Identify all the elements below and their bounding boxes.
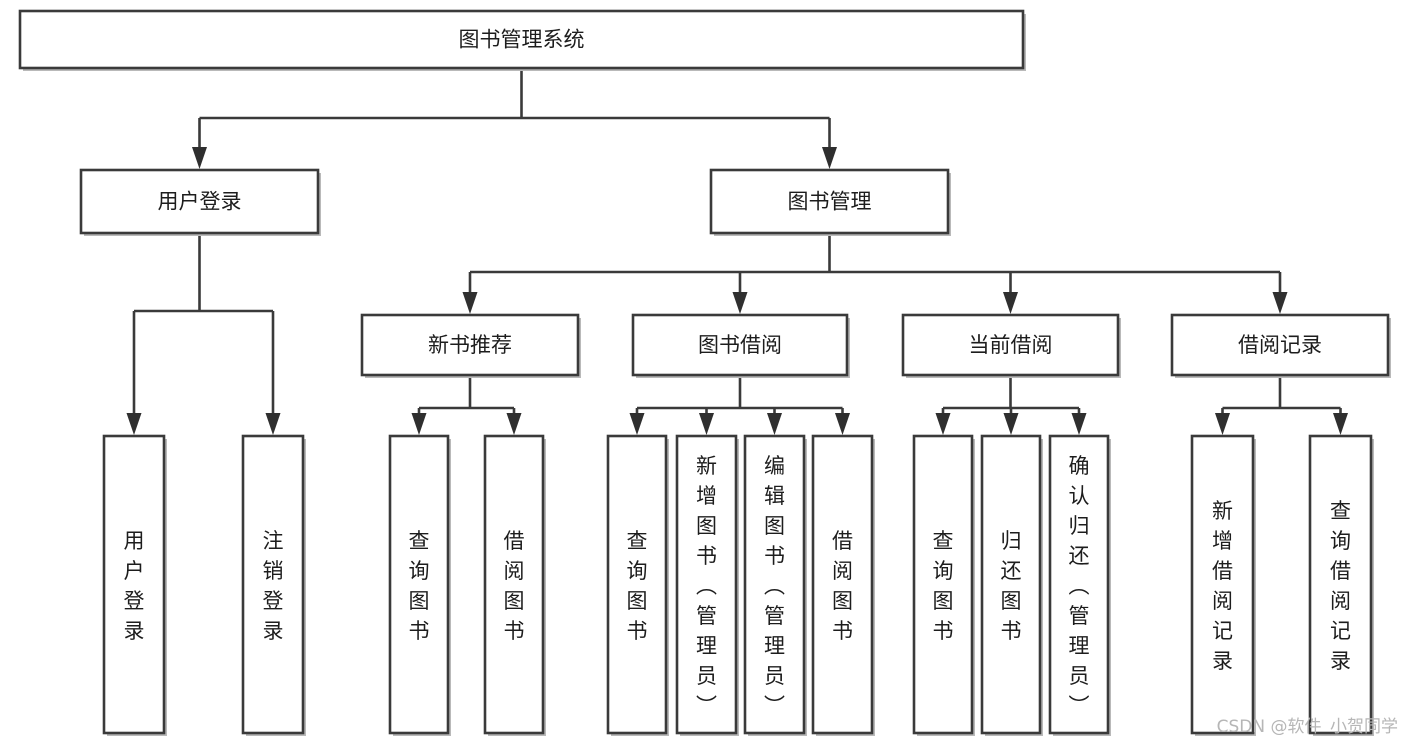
node-root[interactable]: 图书管理系统 (18, 9, 1026, 71)
node-label: 查询图书 (409, 529, 430, 643)
node-book-borrow[interactable]: 图书借阅 (631, 313, 850, 378)
node-leaf-query-record[interactable]: 查询借阅记录 (1308, 434, 1374, 736)
node-box[interactable] (606, 434, 668, 735)
edge-arrowhead-icon (126, 413, 142, 435)
edge-arrowhead-icon (767, 413, 782, 435)
node-leaf-user-login[interactable]: 用户登录 (102, 434, 167, 736)
edge-arrowhead-icon (935, 413, 951, 435)
node-box[interactable] (360, 313, 580, 377)
node-label: 查询图书 (627, 529, 648, 643)
node-leaf-logout[interactable]: 注销登录 (241, 434, 306, 736)
edge-arrowhead-icon (629, 413, 645, 435)
node-leaf-confirm-return[interactable]: 确认归还︵管理员︶ (1048, 434, 1111, 736)
node-box[interactable] (79, 168, 320, 235)
node-leaf-query-book-3[interactable]: 查询图书 (912, 434, 975, 736)
node-leaf-add-record[interactable]: 新增借阅记录 (1190, 434, 1256, 736)
edge-group-book-borrow (629, 375, 850, 435)
node-box[interactable] (483, 434, 545, 735)
node-box[interactable] (1048, 434, 1110, 735)
nodes-layer: 图书管理系统用户登录图书管理新书推荐图书借阅当前借阅借阅记录用户登录注销登录查询… (18, 9, 1391, 736)
node-label: 注销登录 (263, 529, 284, 643)
node-box[interactable] (709, 168, 950, 235)
node-box[interactable] (1170, 313, 1390, 377)
edge-group-borrow-record (1215, 375, 1348, 435)
edge-arrowhead-icon (732, 292, 748, 314)
node-leaf-query-book-2[interactable]: 查询图书 (606, 434, 669, 736)
node-box[interactable] (1190, 434, 1255, 735)
node-label: 确认归还︵管理员︶ (1069, 454, 1090, 718)
node-label: 查询图书 (933, 529, 954, 643)
node-box[interactable] (388, 434, 450, 735)
node-leaf-query-book-1[interactable]: 查询图书 (388, 434, 451, 736)
node-box[interactable] (102, 434, 166, 735)
edge-group-user-login (126, 233, 281, 435)
node-leaf-borrow-book-2[interactable]: 借阅图书 (811, 434, 875, 736)
node-box[interactable] (980, 434, 1042, 735)
edge-arrowhead-icon (192, 147, 207, 169)
edge-group-current-borrow (935, 375, 1087, 435)
node-label: 图书借阅 (698, 333, 782, 357)
edge-arrowhead-icon (1333, 413, 1348, 435)
edge-arrowhead-icon (1003, 413, 1019, 435)
node-label: 归还图书 (1001, 529, 1022, 643)
node-label: 图书管理 (788, 190, 872, 214)
node-box[interactable] (743, 434, 806, 735)
edge-group-root (192, 68, 837, 169)
node-leaf-return-book[interactable]: 归还图书 (980, 434, 1043, 736)
csdn-watermark: CSDN @软件_小贺同学 (1217, 717, 1398, 737)
node-label: 查询借阅记录 (1330, 499, 1351, 673)
edge-arrowhead-icon (835, 413, 850, 435)
edge-arrowhead-icon (1071, 413, 1087, 435)
node-label: 借阅记录 (1238, 333, 1322, 357)
edge-arrowhead-icon (411, 413, 427, 435)
node-label: 新增图书︵管理员︶ (696, 454, 717, 718)
node-box[interactable] (912, 434, 974, 735)
node-box[interactable] (18, 9, 1025, 70)
node-book-manage[interactable]: 图书管理 (709, 168, 951, 236)
node-current-borrow[interactable]: 当前借阅 (901, 313, 1121, 378)
node-leaf-add-book[interactable]: 新增图书︵管理员︶ (675, 434, 739, 736)
node-leaf-edit-book[interactable]: 编辑图书︵管理员︶ (743, 434, 807, 736)
edges-layer (126, 68, 1348, 435)
node-borrow-record[interactable]: 借阅记录 (1170, 313, 1391, 378)
edge-arrowhead-icon (1003, 292, 1018, 314)
node-label: 新书推荐 (428, 333, 512, 357)
node-label: 编辑图书︵管理员︶ (764, 454, 785, 718)
edge-arrowhead-icon (699, 413, 714, 435)
node-box[interactable] (241, 434, 305, 735)
edge-group-book-manage (462, 233, 1288, 314)
node-user-login[interactable]: 用户登录 (79, 168, 321, 236)
node-label: 图书管理系统 (459, 28, 585, 52)
node-box[interactable] (901, 313, 1120, 377)
node-leaf-borrow-book-1[interactable]: 借阅图书 (483, 434, 546, 736)
node-label: 用户登录 (158, 190, 242, 214)
edge-arrowhead-icon (1272, 292, 1288, 314)
node-box[interactable] (631, 313, 849, 377)
node-box[interactable] (1308, 434, 1373, 735)
edge-arrowhead-icon (822, 147, 837, 169)
edge-arrowhead-icon (1215, 413, 1230, 435)
node-label: 借阅图书 (832, 529, 853, 643)
node-box[interactable] (811, 434, 874, 735)
node-label: 当前借阅 (969, 333, 1053, 357)
node-label: 新增借阅记录 (1212, 499, 1233, 673)
edge-arrowhead-icon (506, 413, 522, 435)
node-box[interactable] (675, 434, 738, 735)
edge-arrowhead-icon (462, 292, 478, 314)
edge-arrowhead-icon (265, 413, 281, 435)
edge-group-new-book-recommend (411, 375, 522, 435)
node-new-book-recommend[interactable]: 新书推荐 (360, 313, 581, 378)
node-label: 用户登录 (124, 529, 145, 643)
node-label: 借阅图书 (504, 529, 525, 643)
